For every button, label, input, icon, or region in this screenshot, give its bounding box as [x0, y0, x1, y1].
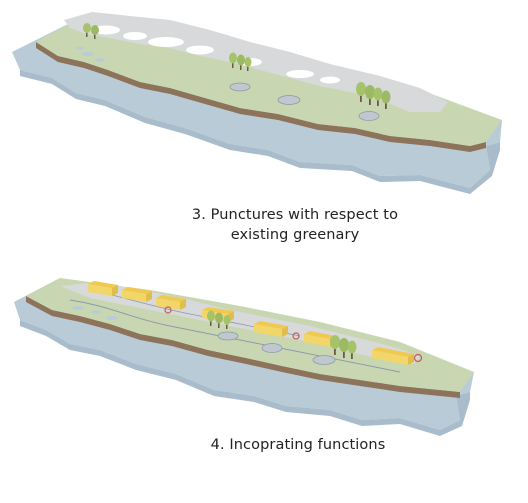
grass-surface-step-3	[36, 22, 502, 146]
building	[372, 347, 414, 365]
ground-puncture	[261, 343, 283, 353]
water-patch	[76, 46, 84, 50]
step-3-caption: 3. Punctures with respect to existing gr…	[165, 205, 425, 245]
water-patch	[95, 58, 105, 62]
water-patch	[106, 316, 118, 320]
building	[122, 287, 152, 302]
building	[88, 281, 118, 296]
soil-edge-step-4	[26, 296, 460, 398]
ground-puncture	[358, 111, 380, 121]
ground-puncture	[312, 355, 336, 365]
tree-cluster	[229, 52, 252, 71]
pavilion-marker	[413, 353, 423, 363]
step-4-diagram	[14, 278, 474, 436]
pavilion-marker	[292, 332, 300, 340]
puncture-opening	[148, 37, 184, 47]
step-4-caption: 4. Incoprating functions	[168, 435, 428, 455]
tree-cluster	[356, 82, 391, 109]
step-4-caption-line-1: 4. Incoprating functions	[210, 437, 386, 453]
tree-cluster	[330, 335, 357, 359]
step-3-caption-line-2: existing greenary	[230, 227, 360, 243]
step-3-caption-line-1: 3. Punctures with respect to	[191, 207, 399, 223]
puncture-opening	[92, 25, 120, 35]
water-patch	[82, 52, 94, 56]
ground-puncture	[217, 331, 239, 341]
building	[254, 321, 288, 337]
step-3-diagram	[12, 12, 502, 194]
pavilion-marker	[164, 306, 172, 314]
puncture-opening	[320, 76, 340, 84]
ground-puncture	[229, 82, 251, 92]
tree-cluster	[207, 310, 231, 329]
water-patch	[72, 306, 84, 310]
building	[156, 295, 186, 310]
water-patch	[91, 310, 101, 314]
puncture-opening	[123, 32, 147, 40]
puncture-opening	[186, 45, 214, 55]
tree-cluster	[83, 23, 99, 39]
puncture-opening	[286, 70, 314, 78]
ground-puncture	[277, 95, 301, 105]
